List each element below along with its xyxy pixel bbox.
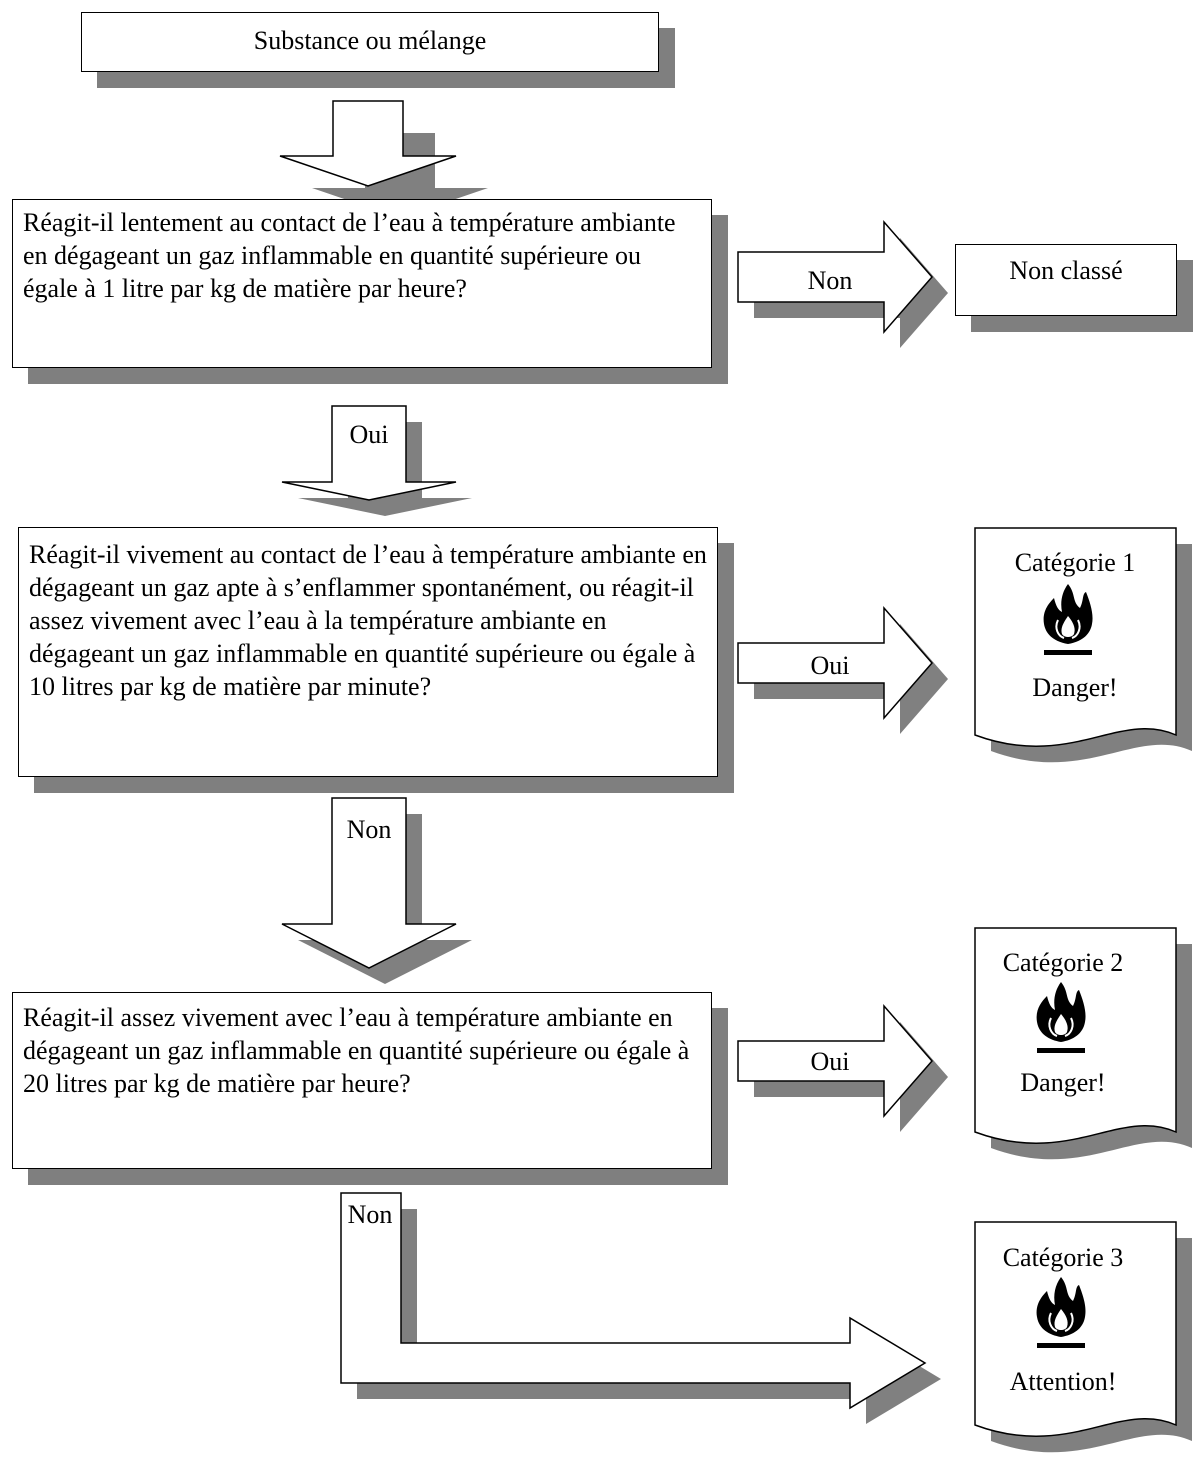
category-1-title: Catégorie 1	[1014, 548, 1136, 577]
category-3-card	[974, 1221, 1192, 1453]
question-box-3: Réagit-il assez vivement avec l’eau à te…	[12, 992, 712, 1169]
right-arrow-no-1	[737, 220, 948, 348]
question-box-1: Réagit-il lentement au contact de l’eau …	[12, 199, 712, 368]
arrow-label-yes-1: Oui	[349, 420, 389, 449]
category-1-card	[974, 527, 1192, 763]
start-label: Substance ou mélange	[253, 26, 487, 55]
not-classified-label: Non classé	[1009, 256, 1123, 285]
arrow-label-no-3: Non	[347, 1200, 393, 1229]
category-2-signal-word: Danger!	[1020, 1068, 1106, 1097]
question-box-2: Réagit-il vivement au contact de l’eau à…	[18, 527, 718, 777]
arrow-label-yes-2: Oui	[810, 651, 850, 680]
down-arrow-yes-1	[281, 405, 472, 516]
arrow-label-no-1: Non	[807, 266, 853, 295]
category-2-title: Catégorie 2	[1002, 948, 1124, 977]
right-arrow-yes-3	[737, 1004, 948, 1132]
down-arrow-no-2	[281, 797, 472, 984]
arrow-label-no-2: Non	[346, 815, 392, 844]
category-3-signal-word: Attention!	[1009, 1367, 1117, 1396]
elbow-arrow-no-3	[340, 1192, 941, 1424]
not-classified-box: Non classé	[955, 244, 1177, 316]
question-1-text: Réagit-il lentement au contact de l’eau …	[23, 208, 676, 303]
category-2-card	[974, 927, 1192, 1160]
down-arrow-1	[279, 100, 488, 218]
category-3-title: Catégorie 3	[1002, 1243, 1124, 1272]
question-2-text: Réagit-il vivement au contact de l’eau à…	[29, 540, 707, 701]
question-3-text: Réagit-il assez vivement avec l’eau à te…	[23, 1003, 690, 1098]
start-box: Substance ou mélange	[81, 12, 659, 72]
arrow-label-yes-3: Oui	[810, 1047, 850, 1076]
category-1-signal-word: Danger!	[1032, 673, 1118, 702]
right-arrow-yes-2	[737, 606, 948, 734]
